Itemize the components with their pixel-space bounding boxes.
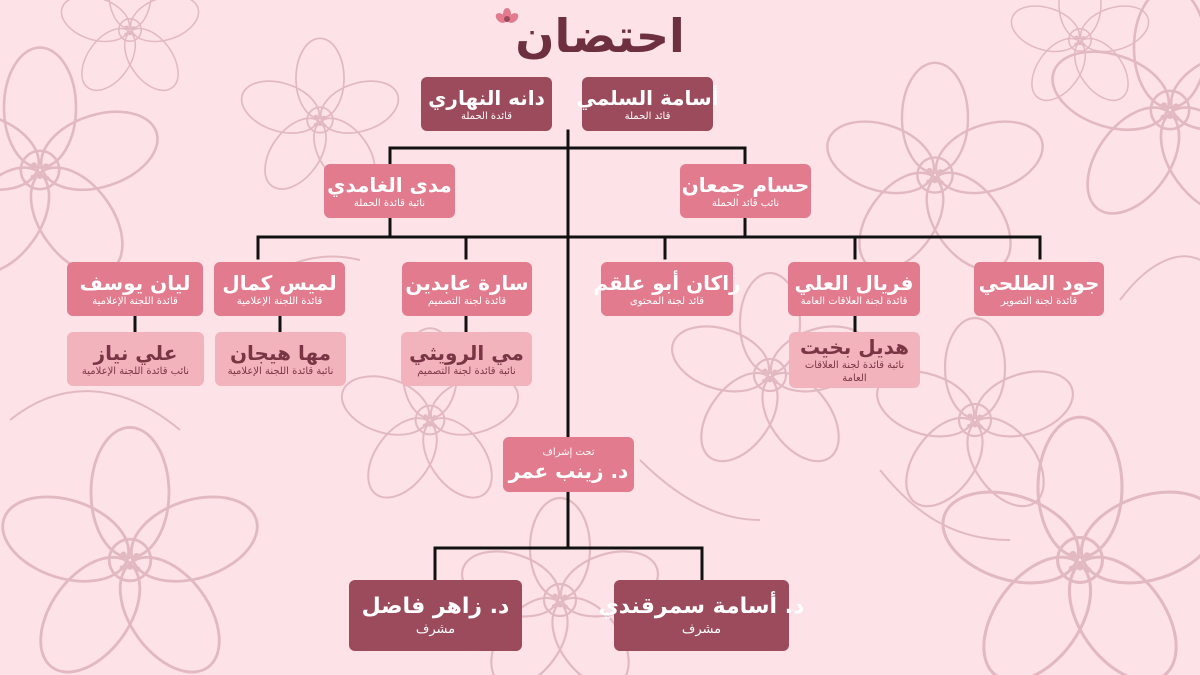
committee-lead-name: ليان يوسف (79, 270, 191, 295)
supervisor-role: مشرف (415, 622, 456, 637)
committee-lead-box: ليان يوسف قائدة اللجنة الإعلامية (67, 262, 203, 316)
committee-lead-box: فريال العلي قائدة لجنة العلاقات العامة (788, 262, 920, 316)
supervisor-box: د. أسامة سمرقندي مشرف (599, 580, 804, 651)
page-title: احتضان (515, 9, 685, 63)
supervision-name: د. زينب عمر (508, 459, 629, 483)
supervisor-name: د. زاهر فاضل (361, 594, 510, 619)
leader-name: أسامة السلمي (576, 85, 719, 110)
committee-deputy-name: هديل بخيت (800, 335, 910, 359)
committee-lead-box: جود الطلحي قائدة لجنة التصوير (974, 262, 1104, 316)
committee-deputy-name: مها هيجان (229, 340, 332, 365)
supervisor-role: مشرف (681, 622, 722, 637)
committee-lead-role: قائد لجنة المحتوى (629, 295, 705, 307)
leader-box: دانه النهاري قائدة الحملة (421, 77, 552, 131)
deputy-box: حسام جمعان نائب قائد الحملة (680, 164, 811, 218)
committee-deputy-box: علي نياز نائب قائدة اللجنة الإعلامية (67, 332, 204, 386)
committee-deputy-box: هديل بخيت نائبة قائدة لجنة العلاقات العا… (789, 332, 920, 388)
committee-lead-box: سارة عابدين قائدة لجنة التصميم (402, 262, 532, 316)
committee-lead-role: قائدة اللجنة الإعلامية (92, 295, 178, 307)
deputy-role: نائب قائد الحملة (711, 197, 780, 209)
committee-lead-role: قائدة لجنة التصوير (1000, 295, 1078, 307)
committee-lead-role: قائدة لجنة العلاقات العامة (800, 295, 908, 307)
committee-deputy-name: علي نياز (93, 340, 178, 365)
committee-deputy-box: مي الرويثي نائبة قائدة لجنة التصميم (401, 332, 532, 386)
deputy-name: مدى الغامدي (327, 172, 452, 197)
supervision-prefix: تحت إشراف (542, 447, 595, 458)
committee-lead-name: راكان أبو علقم (593, 270, 741, 295)
committee-deputy-name: مي الرويثي (409, 340, 524, 365)
committee-deputy-role: نائب قائدة اللجنة الإعلامية (81, 365, 190, 377)
committee-deputy-role: نائبة قائدة اللجنة الإعلامية (227, 365, 334, 377)
committee-lead-role: قائدة اللجنة الإعلامية (236, 295, 323, 307)
committee-lead-name: سارة عابدين (405, 270, 529, 295)
committee-lead-role: قائدة لجنة التصميم (427, 295, 507, 307)
committee-lead-name: جود الطلحي (978, 270, 1100, 295)
committee-deputy-role: نائبة قائدة لجنة التصميم (417, 365, 516, 377)
committee-lead-name: لميس كمال (222, 270, 337, 295)
deputy-role: نائبة قائدة الحملة (353, 197, 426, 209)
supervisor-box: د. زاهر فاضل مشرف (349, 580, 522, 651)
supervisor-name: د. أسامة سمرقندي (598, 594, 805, 619)
deputy-name: حسام جمعان (681, 172, 810, 197)
leader-name: دانه النهاري (428, 85, 545, 110)
committee-lead-box: راكان أبو علقم قائد لجنة المحتوى (593, 262, 741, 316)
leader-role: قائد الحملة (624, 110, 671, 122)
deputy-box: مدى الغامدي نائبة قائدة الحملة (324, 164, 455, 218)
committee-deputy-role: نائبة قائدة لجنة العلاقات العامة (804, 360, 905, 384)
flower-logo-icon (495, 8, 519, 23)
committee-deputy-box: مها هيجان نائبة قائدة اللجنة الإعلامية (215, 332, 346, 386)
supervision-box: تحت إشراف د. زينب عمر (503, 437, 634, 492)
committee-lead-name: فريال العلي (794, 270, 914, 295)
leader-box: أسامة السلمي قائد الحملة (576, 77, 719, 131)
leader-role: قائدة الحملة (461, 110, 513, 122)
committee-lead-box: لميس كمال قائدة اللجنة الإعلامية (214, 262, 345, 316)
